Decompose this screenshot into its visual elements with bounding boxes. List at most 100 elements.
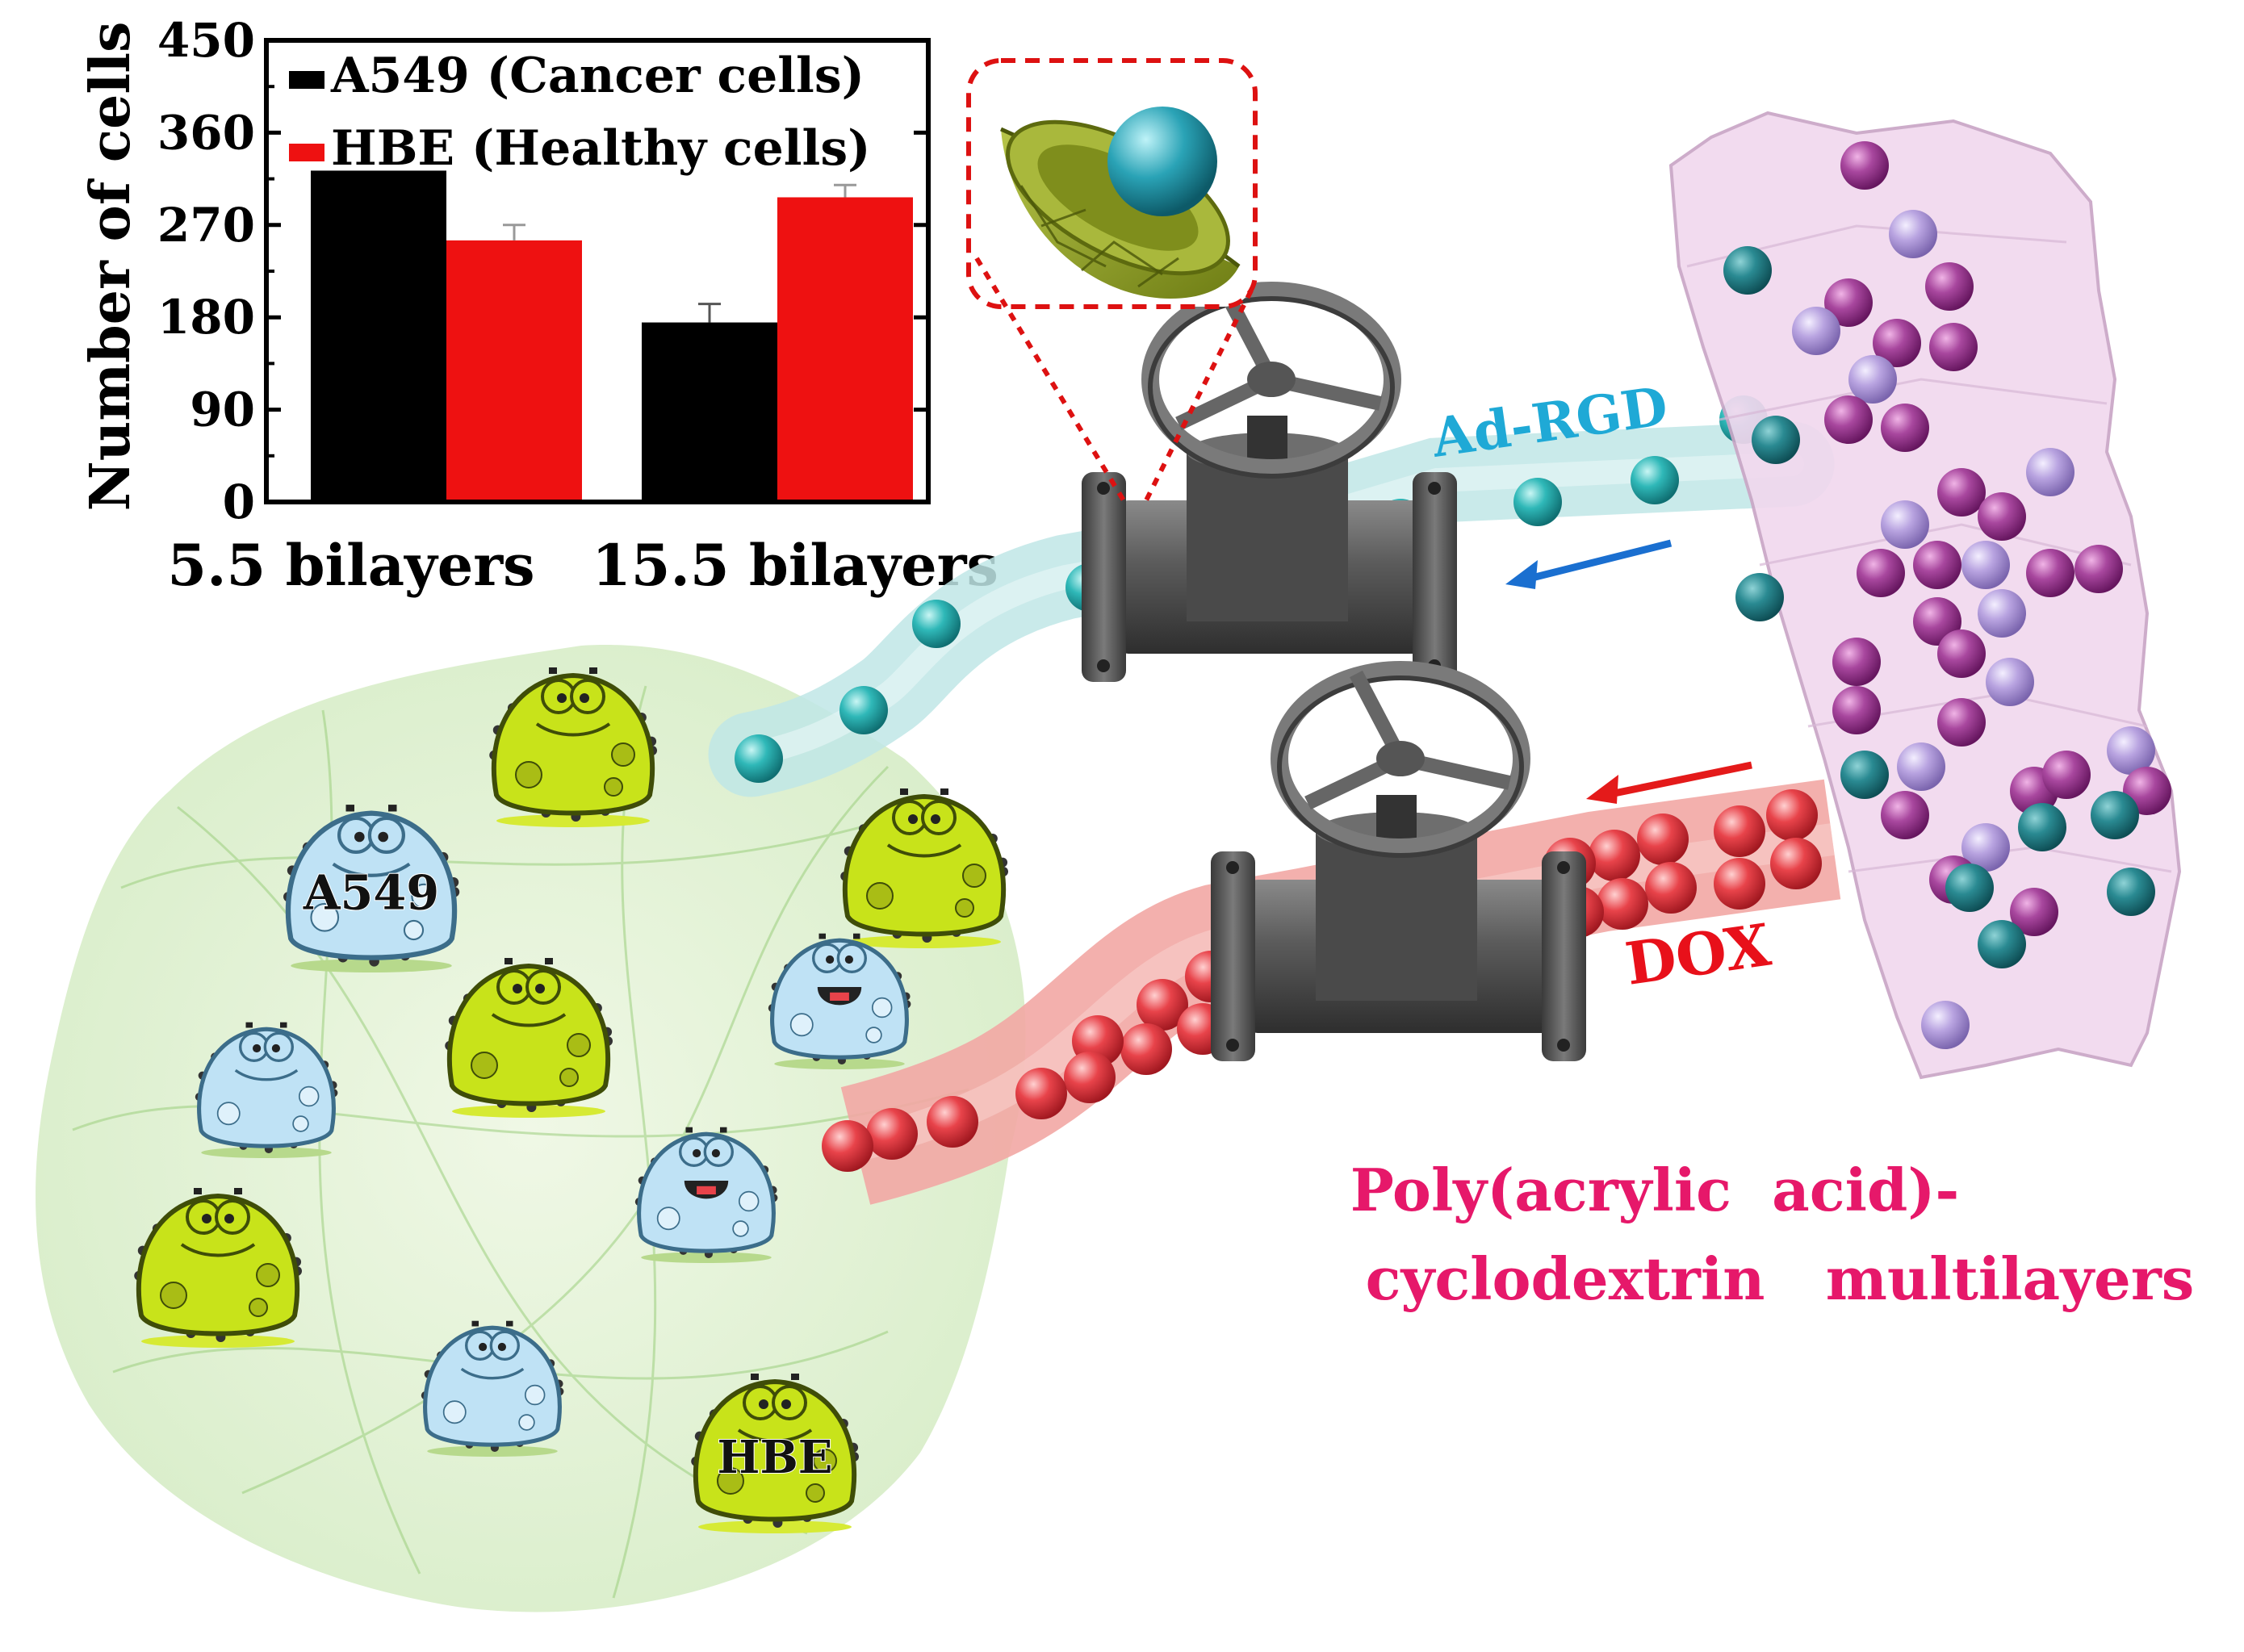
ad-rgd-bead [839,686,888,734]
ad-rgd-bead [1513,478,1562,526]
multilayer-bead [1832,686,1881,734]
multilayer-bead [2026,448,2074,496]
cancer-cell-icon [768,933,911,1069]
multilayer-bead [1881,404,1929,452]
cancer-cell-icon: A549 [283,805,460,972]
multilayer-bead [1978,589,2026,638]
multilayer-bead [1832,638,1881,686]
dox-bead [1770,838,1822,889]
bar-a549-2 [642,322,777,502]
multilayer-bead [1961,541,2010,589]
ad-bead-in-multilayer [2107,868,2155,916]
legend-label: A549 (Cancer cells) [330,48,865,104]
dox-bead [927,1096,978,1148]
dox-bead [1714,805,1765,857]
cancer-cell-icon [195,1022,338,1158]
legend: A549 (Cancer cells) HBE (Healthy cells) [289,48,871,177]
ad-bead-in-multilayer [1723,246,1772,295]
multilayer-bead [1937,629,1986,678]
bars-group [311,170,913,503]
multilayer-bead [1824,395,1873,444]
ad-rgd-pipe [708,421,1835,797]
multilayer-bead [1848,355,1897,404]
multilayer-bead [2074,545,2123,593]
multilayer-bead [1978,492,2026,541]
y-tick-label: 90 [190,383,255,437]
healthy-cell-icon [445,958,613,1118]
ad-bead-in-multilayer [1945,864,1994,912]
dox-bead [1015,1068,1067,1119]
multilayer-bead [1840,141,1889,190]
ad-bead-in-multilayer [1978,920,2026,968]
y-tick-label: 360 [157,105,255,160]
ad-bead-in-multilayer [1735,573,1784,621]
cancer-cell-icon [634,1127,778,1263]
multilayer-bead [1961,823,2010,872]
bar-a549-1 [311,170,446,503]
multilayer-bead [1921,1001,1970,1049]
valve-handwheel-icon[interactable] [1271,661,1530,858]
multilayer-bead [2026,549,2074,597]
multilayer-bead [1986,658,2034,706]
multilayer-bead [1857,549,1905,597]
x-tick-label: 5.5 bilayers [167,532,534,599]
multilayer-bead [1925,262,1974,311]
bar-hbe-1 [446,240,582,502]
ad-rgd-bead [735,734,783,783]
healthy-cell-icon [134,1188,302,1348]
ad-rgd-bead [912,600,961,648]
multilayers-label-line2: cyclodextrin multilayers [1366,1244,2195,1313]
release-arrow-red-icon [1586,761,1752,804]
dox-bead [1714,858,1765,910]
dox-bead [866,1108,918,1160]
multilayer-bead [1913,541,1961,589]
error-bars [503,183,856,323]
ad-bead-in-multilayer [2018,803,2066,851]
multilayer-bead [1881,791,1929,839]
dox-bead [1645,862,1697,914]
multilayer-bead [1937,698,1986,747]
dox-bead [1120,1023,1172,1075]
healthy-cell-icon: HBE [691,1374,859,1533]
legend-label: HBE (Healthy cells) [331,120,871,177]
multilayer-bead [1824,278,1873,327]
cells-group: HBE A549 [134,667,1008,1533]
multilayer-bead [1889,210,1937,258]
ad-rgd-bead [1631,456,1679,504]
legend-swatch [289,71,324,89]
adamantane-guest [1107,107,1217,216]
multilayer-bead [1929,323,1978,371]
ad-bead-in-multilayer [1840,751,1889,799]
multilayer-bead [2010,888,2058,936]
ad-bead-in-multilayer [1752,416,1800,464]
multilayer-bead [2107,726,2155,775]
x-axis-labels: 5.5 bilayers 15.5 bilayers [167,532,998,599]
dox-bead [1597,878,1648,930]
multilayer-bead [2042,751,2091,799]
release-arrow-blue-icon [1505,539,1673,589]
ad-bead-in-multilayer [2091,791,2139,839]
dox-bead [822,1120,873,1172]
healthy-cell-icon [489,667,657,827]
y-axis-label: Number of cells [78,22,143,512]
valve-handwheel-icon[interactable] [1141,282,1401,479]
hbe-cell-label: HBE [718,1431,833,1484]
dox-valve[interactable] [1211,661,1586,1061]
y-tick-label: 0 [223,475,255,529]
multilayer-bead [1873,319,1921,367]
bar-hbe-2 [777,197,913,503]
dox-bead [1766,789,1818,841]
dox-bead [1637,813,1689,865]
host-guest-zoom-inset [966,58,1258,506]
y-tick-label: 180 [157,290,255,345]
dox-bead [1137,979,1188,1031]
a549-cell-label: A549 [303,864,439,920]
multilayer-bead [1937,468,1986,517]
cancer-cell-icon [421,1320,564,1457]
x-tick-label: 15.5 bilayers [592,532,998,599]
legend-swatch [289,144,324,161]
ad-rgd-valve[interactable] [1082,282,1457,682]
dox-bead [1589,830,1640,881]
